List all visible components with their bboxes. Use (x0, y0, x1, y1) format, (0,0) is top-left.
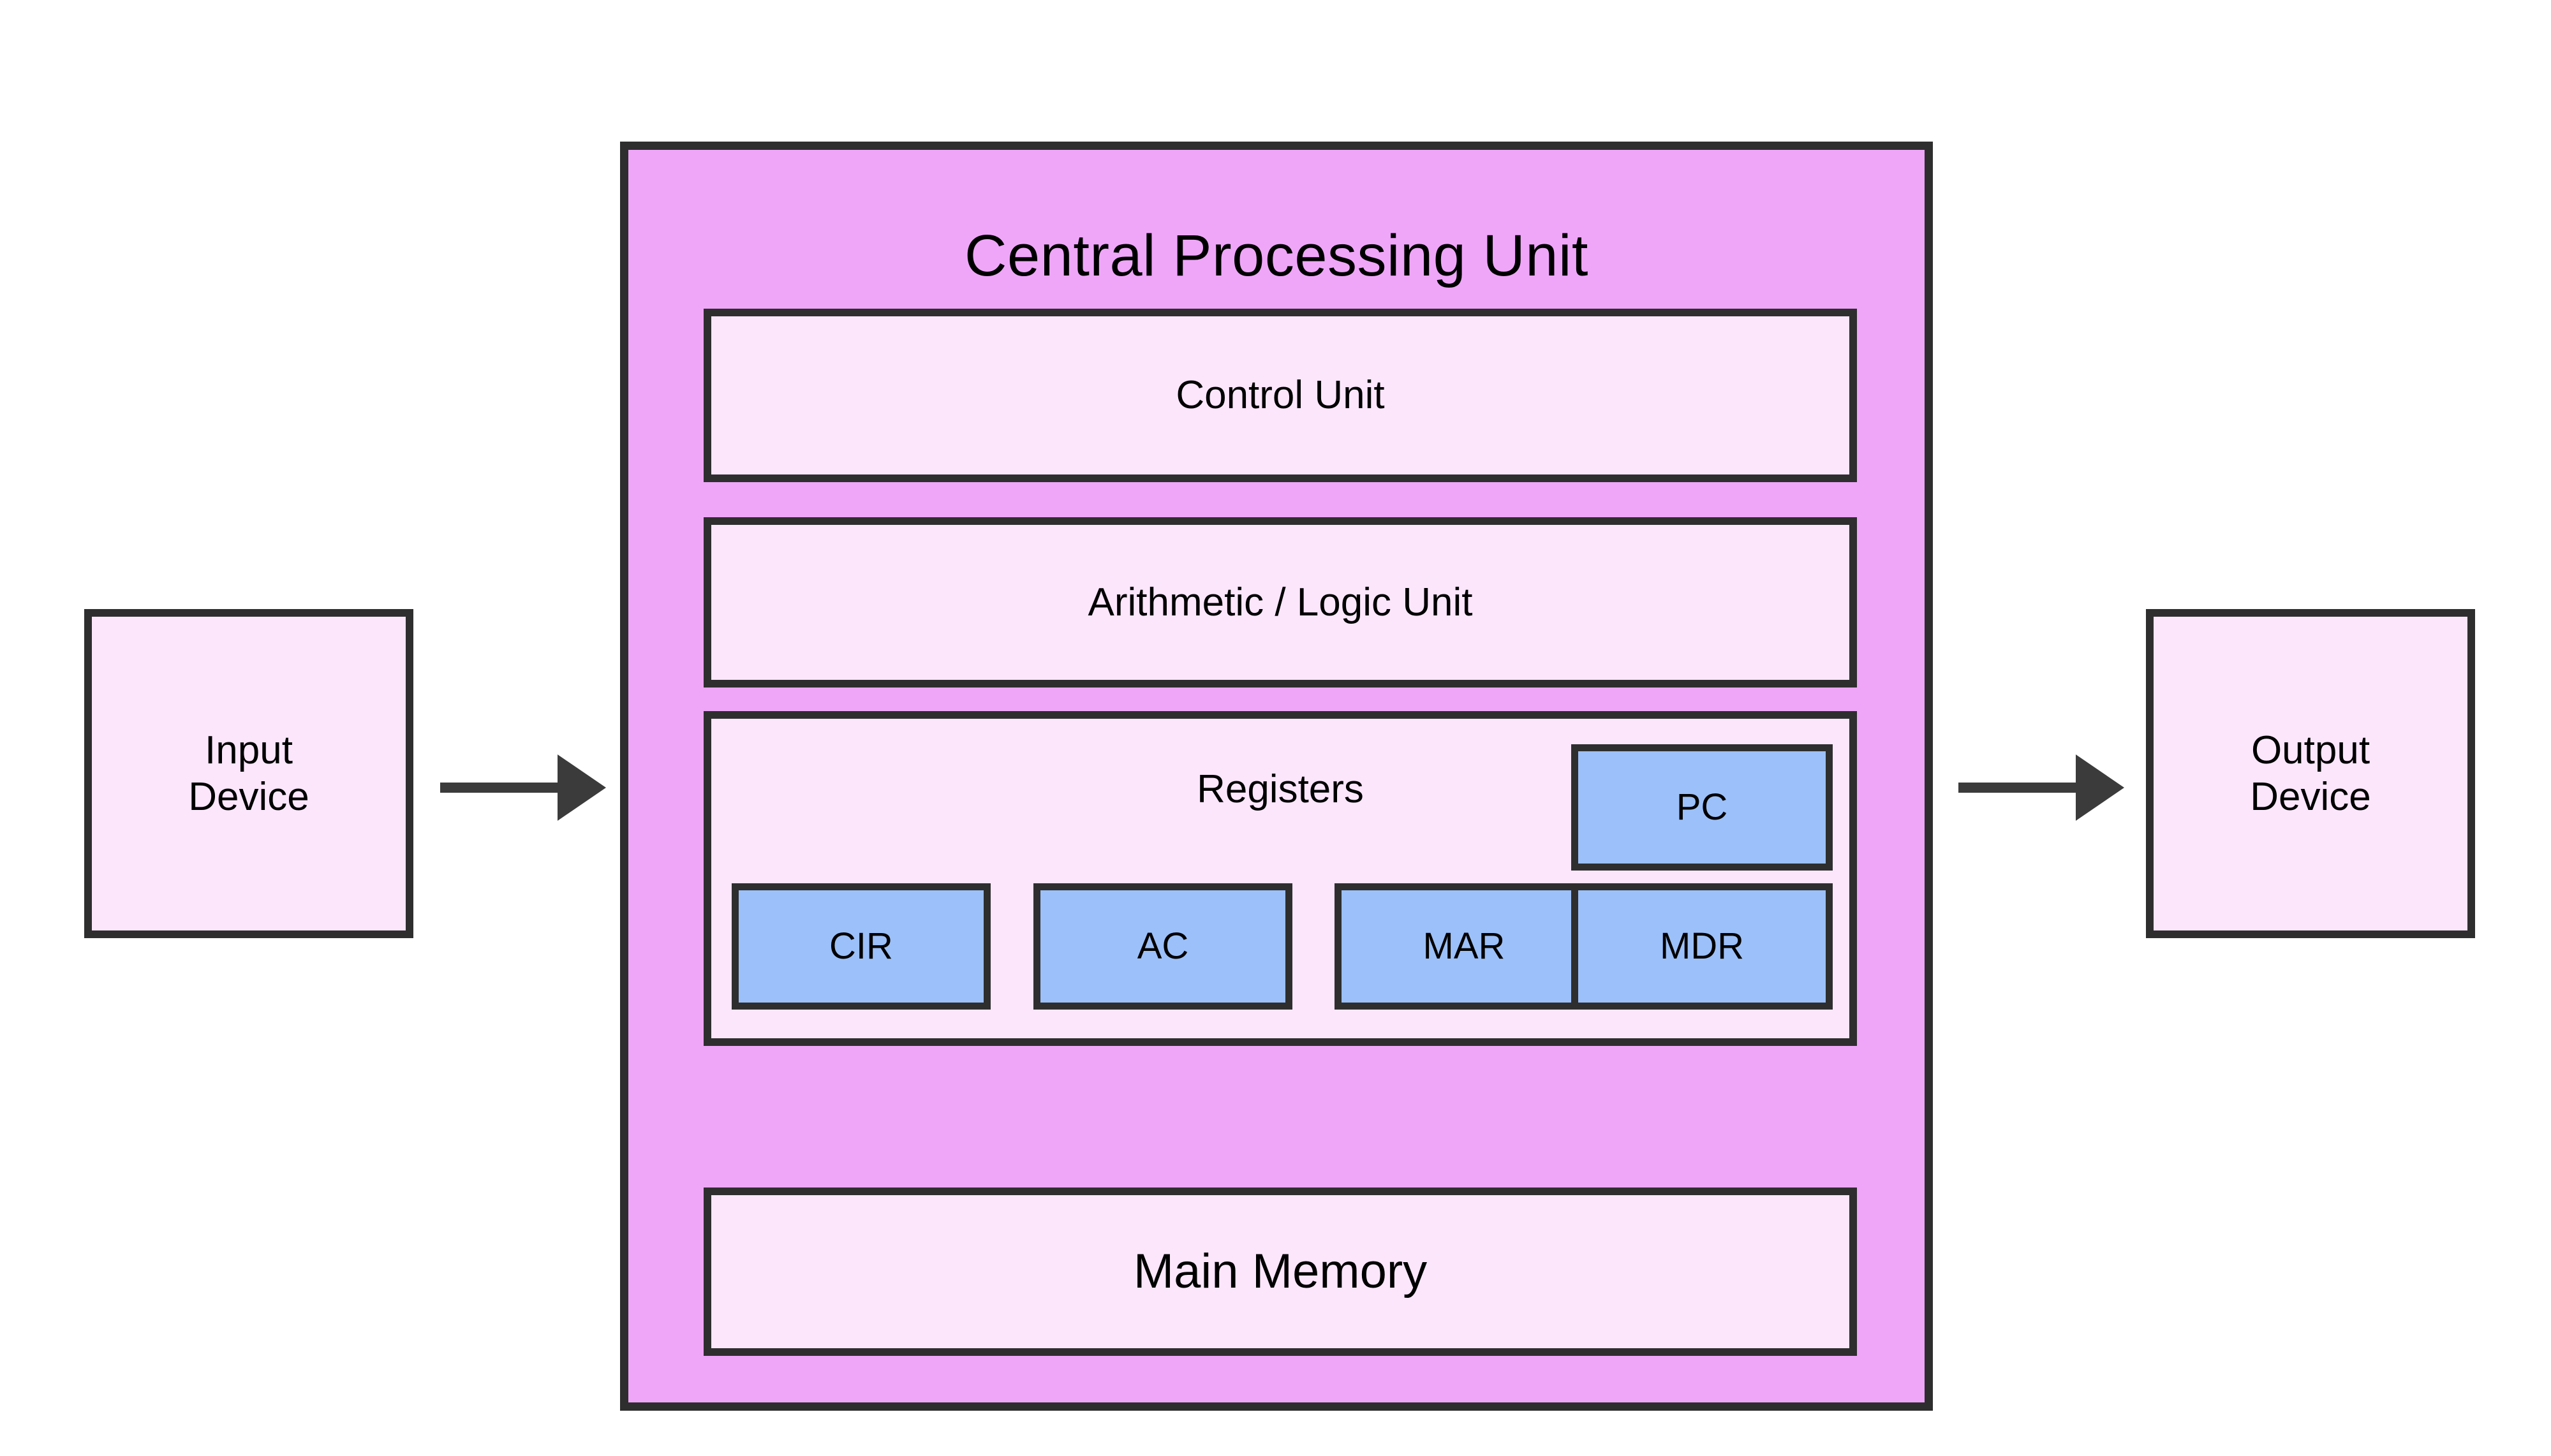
control-unit-label: Control Unit (1176, 373, 1385, 418)
main-memory-label: Main Memory (1133, 1244, 1428, 1299)
output-device-box: Output Device (2146, 609, 2475, 938)
arrow-shaft (440, 783, 559, 793)
input-device-box: Input Device (84, 609, 413, 938)
register-ac-label: AC (1137, 925, 1189, 967)
register-mdr: MDR (1571, 883, 1833, 1010)
control-unit-box: Control Unit (704, 309, 1857, 482)
output-device-label-line1: Output (2251, 728, 2370, 772)
register-mar: MAR (1335, 883, 1593, 1010)
input-device-label-line1: Input (205, 728, 293, 772)
register-cir: CIR (732, 883, 991, 1010)
input-device-label-line2: Device (188, 775, 309, 819)
alu-label: Arithmetic / Logic Unit (1088, 580, 1473, 624)
register-pc-label: PC (1676, 786, 1728, 828)
register-mar-label: MAR (1423, 925, 1505, 967)
arrow-head (558, 754, 606, 821)
register-ac: AC (1033, 883, 1292, 1010)
arrow-head (2076, 754, 2124, 821)
arrow-shaft (1958, 783, 2077, 793)
register-pc: PC (1571, 744, 1833, 871)
register-cir-label: CIR (829, 925, 893, 967)
alu-box: Arithmetic / Logic Unit (704, 517, 1857, 688)
cpu-title: Central Processing Unit (965, 223, 1588, 288)
cpu-container: Central Processing Unit Control Unit Ari… (620, 142, 1933, 1411)
output-device-label-line2: Device (2250, 775, 2371, 819)
arrow-cpu-to-output-icon (1958, 749, 2124, 826)
register-mdr-label: MDR (1659, 925, 1745, 967)
registers-label: Registers (1197, 767, 1364, 811)
arrow-input-to-cpu-icon (440, 749, 606, 826)
main-memory-box: Main Memory (704, 1188, 1857, 1356)
registers-box: Registers PC CIR AC MAR MDR (704, 711, 1857, 1046)
